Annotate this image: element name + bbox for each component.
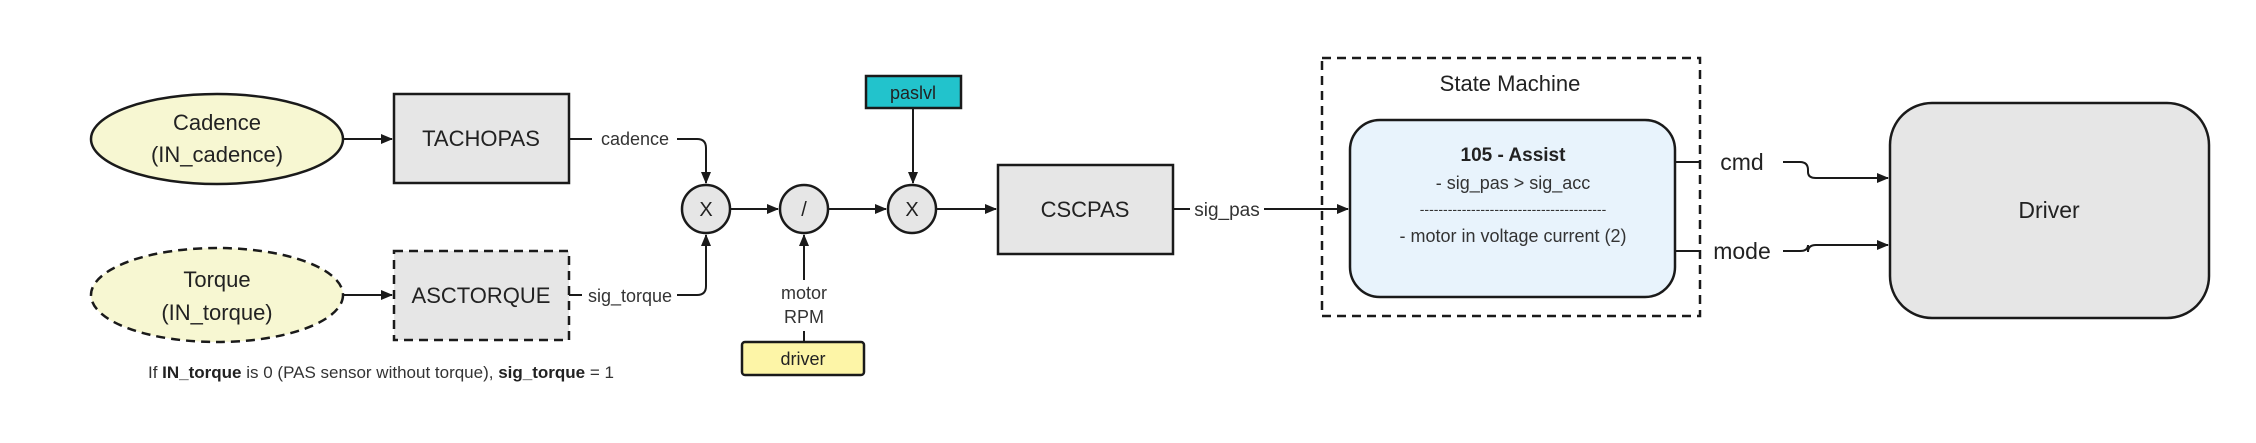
- edge-label-cmd: cmd: [1720, 149, 1763, 175]
- paslvl-label: paslvl: [890, 83, 936, 103]
- edge-label-sig-torque: sig_torque: [588, 286, 672, 307]
- footnote-prefix: If: [148, 363, 163, 382]
- assist-state-separator: ----------------------------------------: [1420, 201, 1607, 217]
- assist-state-action: - motor in voltage current (2): [1399, 226, 1626, 246]
- edge-state-mode-to-driver: [1675, 245, 1888, 252]
- cadence-input-line2: (IN_cadence): [151, 142, 283, 167]
- footnote-var-sig-torque: sig_torque: [498, 363, 586, 382]
- edge-label-motor: motor: [781, 283, 827, 303]
- footnote-middle: is 0 (PAS sensor without torque),: [241, 363, 499, 382]
- asctorque-block: [392, 249, 571, 342]
- assist-state-name: 105 - Assist: [1461, 145, 1567, 166]
- edge-label-mode: mode: [1713, 238, 1771, 264]
- multiply-node-1-label: X: [699, 199, 712, 221]
- cscpas-label: CSCPAS: [1041, 197, 1130, 222]
- edge-label-cadence: cadence: [601, 129, 669, 149]
- torque-footnote: If IN_torque is 0 (PAS sensor without to…: [148, 363, 614, 383]
- footnote-suffix: = 1: [585, 363, 614, 382]
- state-machine-frame: [1320, 56, 1702, 318]
- paslvl-block: [864, 74, 963, 110]
- torque-input-line1: Torque: [183, 267, 250, 292]
- edge-state-cmd-to-driver: [1675, 161, 1888, 178]
- state-machine-title: State Machine: [1440, 71, 1581, 96]
- edge-label-rpm: RPM: [784, 307, 824, 327]
- cadence-input-line1: Cadence: [173, 110, 261, 135]
- asctorque-label: ASCTORQUE: [412, 283, 551, 308]
- torque-input: [89, 246, 345, 344]
- footnote-var-in-torque: IN_torque: [162, 363, 242, 382]
- tachopas-label: TACHOPAS: [422, 126, 540, 151]
- cscpas-block: [996, 163, 1175, 256]
- edge-label-sig-pas: sig_pas: [1194, 200, 1260, 221]
- divide-node-label: /: [801, 199, 807, 221]
- assist-state-condition: - sig_pas > sig_acc: [1436, 173, 1591, 194]
- edge-tachopas-to-multiply: [569, 138, 706, 183]
- driver-tag-label: driver: [780, 349, 825, 369]
- torque-input-line2: (IN_torque): [161, 300, 272, 325]
- driver-block: [1888, 101, 2211, 320]
- edge-asctorque-to-multiply: [569, 235, 706, 296]
- tachopas-block: [392, 92, 571, 185]
- cadence-input: [89, 92, 345, 186]
- driver-block-label: Driver: [2018, 197, 2080, 223]
- multiply-node-2-label: X: [905, 199, 918, 221]
